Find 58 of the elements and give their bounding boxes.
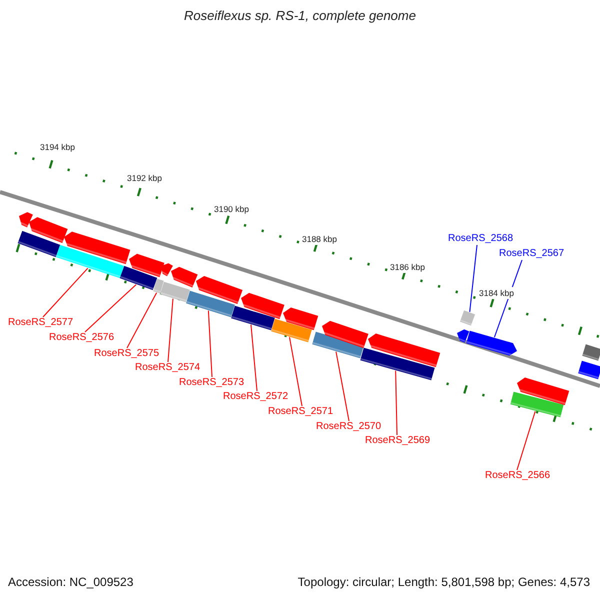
gene-label: RoseRS_2566 — [485, 470, 550, 482]
leader-line — [168, 298, 174, 362]
scale-label: 3184 kbp — [478, 287, 515, 299]
gene-block — [510, 392, 564, 418]
leader-line — [395, 370, 398, 436]
scale-label: 3188 kbp — [301, 233, 338, 245]
gene-block — [466, 330, 517, 356]
gene-block — [368, 334, 440, 368]
gene-label: RoseRS_2574 — [135, 362, 200, 374]
gene-block — [271, 318, 312, 342]
gene-block — [322, 320, 368, 348]
gene-label: RoseRS_2576 — [49, 332, 114, 344]
gene-block — [360, 348, 435, 380]
gene-block — [517, 378, 570, 406]
gene-block — [457, 329, 470, 343]
diagram-title: Roseiflexus sp. RS-1, complete genome — [183, 10, 417, 22]
gene-block — [19, 212, 33, 228]
gene-label: RoseRS_2572 — [223, 391, 288, 403]
gene-label: RoseRS_2570 — [316, 421, 382, 433]
gene-block — [312, 332, 364, 358]
gene-block — [161, 263, 173, 276]
gene-label: RoseRS_2568 — [448, 233, 514, 245]
leader-line — [84, 284, 137, 332]
leader-line — [250, 324, 258, 392]
gene-block — [283, 308, 318, 330]
leader-line — [126, 292, 158, 348]
gene-label: RoseRS_2571 — [268, 406, 334, 418]
leader-line — [208, 310, 212, 378]
leader-line — [516, 410, 536, 470]
gene-label: RoseRS_2567 — [499, 248, 564, 260]
scale-label: 3192 kbp — [126, 172, 163, 184]
gene-block — [582, 344, 600, 361]
leader-line — [289, 336, 302, 406]
gene-block — [56, 244, 124, 278]
gene-label: RoseRS_2573 — [179, 377, 244, 389]
scale-label: 3186 kbp — [389, 261, 426, 273]
leader-line — [336, 351, 350, 422]
gene-block — [153, 278, 164, 294]
accession-text: Accession: NC_009523 — [8, 576, 134, 588]
scale-label: 3190 kbp — [213, 203, 250, 215]
scale-label: 3194 kbp — [39, 141, 76, 153]
gene-block — [120, 266, 158, 290]
genome-info-text: Topology: circular; Length: 5,801,598 bp; Genes: 4,573 — [298, 576, 590, 588]
gene-block — [64, 232, 130, 264]
leader-line — [469, 244, 478, 312]
gene-block — [171, 266, 198, 288]
gene-block — [18, 230, 60, 258]
gene-label: RoseRS_2575 — [94, 348, 160, 360]
gene-label: RoseRS_2577 — [8, 317, 74, 329]
gene-block — [231, 306, 275, 330]
gene-block — [186, 290, 235, 318]
gene-label: RoseRS_2569 — [365, 435, 430, 447]
gene-block — [29, 217, 68, 243]
gene-block — [241, 292, 284, 320]
gene-block — [196, 276, 243, 304]
leader-line — [42, 268, 88, 318]
gene-block — [460, 310, 476, 326]
gene-block — [578, 360, 600, 380]
